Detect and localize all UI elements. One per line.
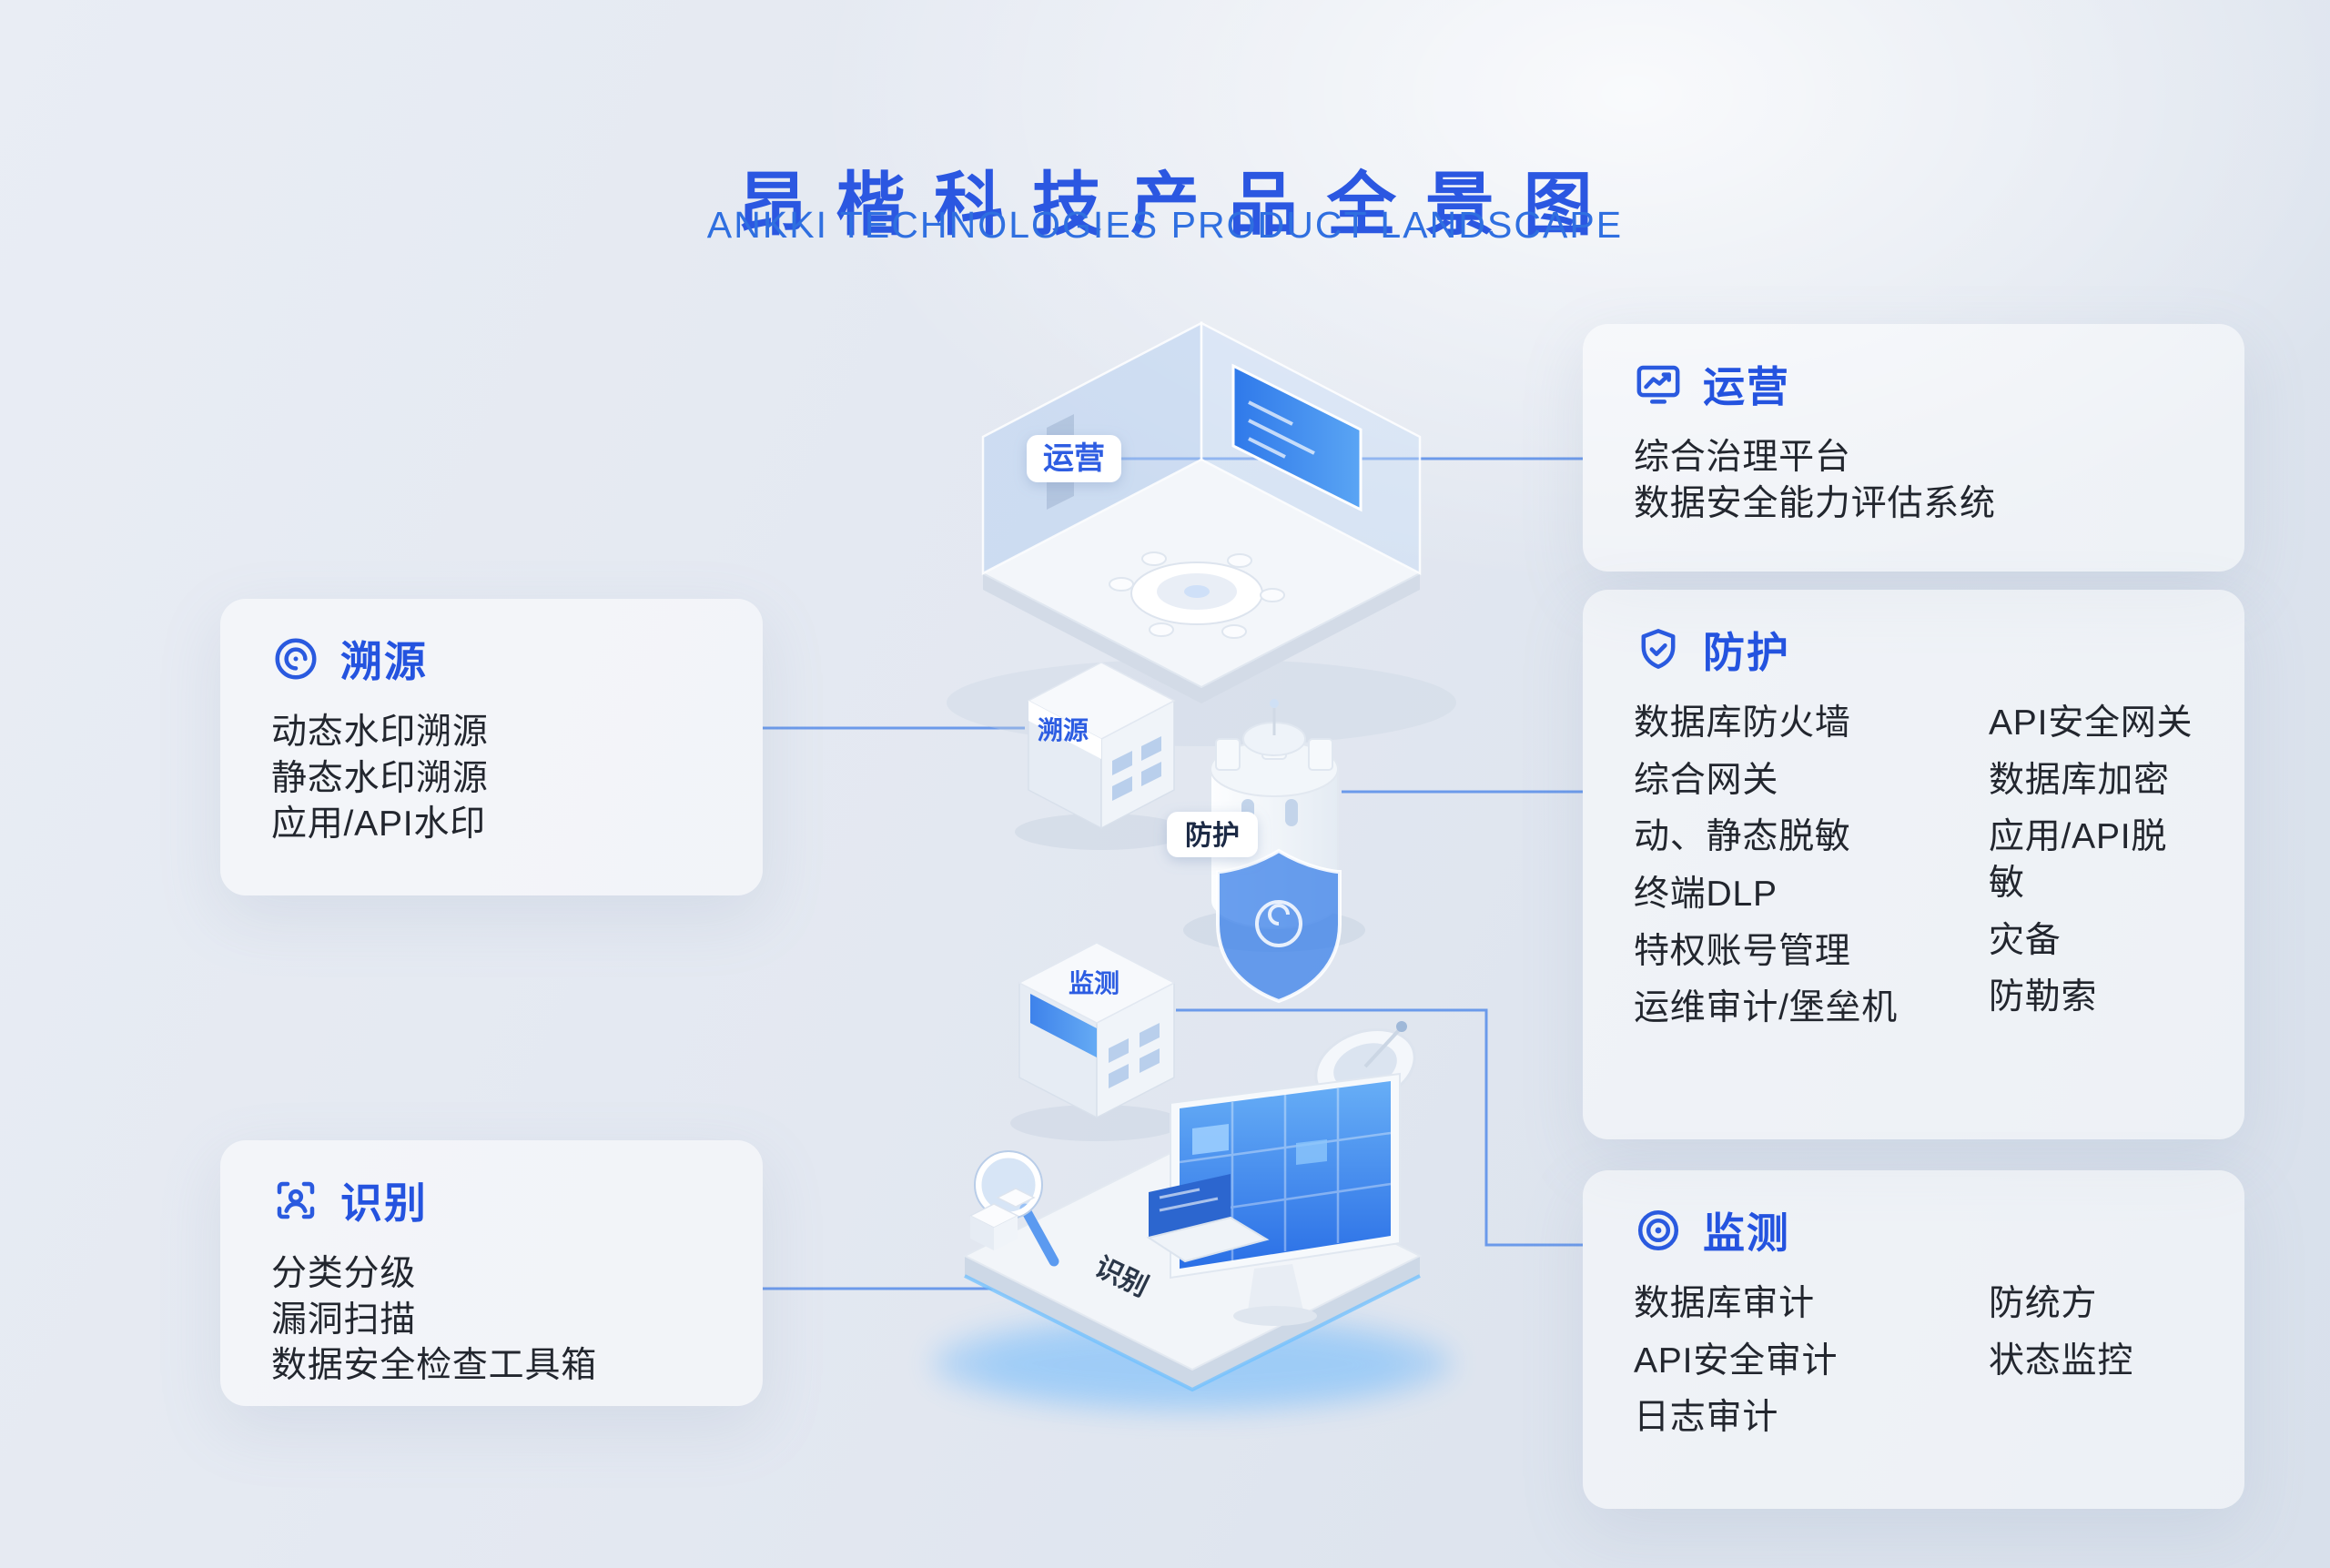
card-traceability-title: 溯源: [340, 638, 428, 685]
product-item: 应用/API水印: [271, 804, 486, 845]
product-item: 数据库加密: [1989, 760, 2170, 800]
card-identification-header: 识别: [271, 1173, 712, 1228]
product-item: 数据库防火墙: [1634, 703, 1851, 743]
card-identification-title: 识别: [340, 1179, 428, 1227]
card-protection: 防护 数据库防火墙 综合网关 动、静态脱敏 终端DLP 特权账号管理 运维审计/…: [1583, 590, 2244, 1139]
card-protection-columns: 数据库防火墙 综合网关 动、静态脱敏 终端DLP 特权账号管理 运维审计/堡垒机…: [1634, 701, 2193, 1043]
scene-label-protection: 防护: [1167, 812, 1258, 857]
scene-label-traceability: 溯源: [1038, 716, 1089, 744]
scene-label-operations: 运营: [1027, 435, 1121, 482]
scene-monitoring-building: 监测: [1010, 942, 1183, 1141]
product-item: 综合治理平台: [1634, 438, 1851, 477]
product-item: 数据安全检查工具箱: [271, 1346, 598, 1386]
card-protection-col2: API安全网关 数据库加密 应用/API脱敏 灾备 防勒索: [1989, 701, 2193, 1043]
product-item: 动、静态脱敏: [1634, 817, 1851, 857]
monitor-chart-icon: [1634, 359, 1683, 409]
card-operations: 运营 综合治理平台 数据安全能力评估系统: [1583, 324, 2244, 572]
svg-text:运营: 运营: [1043, 441, 1105, 476]
product-item: 静态水印溯源: [271, 758, 489, 798]
card-identification: 识别 分类分级 漏洞扫描 数据安全检查工具箱: [220, 1140, 763, 1406]
product-item: 漏洞扫描: [271, 1300, 417, 1340]
radar-target-icon: [1634, 1206, 1683, 1255]
magnifier-icon: [974, 1150, 1059, 1267]
face-id-icon: [271, 1176, 320, 1225]
card-operations-title: 运营: [1703, 363, 1790, 410]
scene-identification-platform: 识别: [933, 1021, 1452, 1411]
card-monitoring-col2: 防统方 状态监控: [1989, 1281, 2193, 1452]
svg-text:防护: 防护: [1185, 821, 1240, 851]
product-item: API安全网关: [1989, 703, 2193, 743]
product-item: 特权账号管理: [1634, 931, 1851, 971]
card-protection-header: 防护: [1634, 622, 2193, 677]
scene-label-monitoring: 监测: [1069, 969, 1119, 997]
scene-protection-tower: 防护: [1167, 699, 1365, 1004]
laptop: [1146, 1174, 1270, 1263]
product-item: 防勒索: [1989, 977, 2098, 1017]
card-traceability: 溯源 动态水印溯源 静态水印溯源 应用/API水印: [220, 599, 763, 895]
product-item: 终端DLP: [1634, 875, 1778, 915]
scene-operations-room: 运营: [947, 320, 1456, 746]
product-item: 日志审计: [1634, 1398, 1779, 1438]
product-item: 综合网关: [1634, 760, 1779, 800]
product-item: 数据安全能力评估系统: [1634, 483, 1996, 523]
card-traceability-header: 溯源: [271, 632, 712, 686]
product-item: 动态水印溯源: [271, 713, 489, 752]
product-item: API安全审计: [1634, 1340, 1839, 1381]
card-monitoring-header: 监测: [1634, 1203, 2193, 1258]
card-monitoring: 监测 数据库审计 API安全审计 日志审计 防统方 状态监控: [1583, 1170, 2244, 1509]
card-monitoring-columns: 数据库审计 API安全审计 日志审计 防统方 状态监控: [1634, 1281, 2193, 1452]
page-title: 昂楷科技产品全景图: [737, 166, 1622, 244]
page-subtitle: ANKKI TECHNOLOGIES PRODUCT LANDSCAPE: [706, 204, 1624, 246]
scene-traceability-building: 溯源: [1015, 662, 1188, 850]
product-item: 状态监控: [1989, 1340, 2134, 1381]
trace-swirl-icon: [271, 634, 320, 683]
card-operations-header: 运营: [1634, 357, 2193, 411]
connector-monitoring: [1176, 1008, 1583, 1247]
card-operations-items: 综合治理平台 数据安全能力评估系统: [1634, 435, 2193, 527]
card-monitoring-title: 监测: [1703, 1209, 1790, 1257]
small-boxes: [968, 1188, 1036, 1250]
product-item: 数据库审计: [1634, 1284, 1815, 1323]
product-item: 应用/API脱敏: [1989, 817, 2168, 904]
card-protection-title: 防护: [1703, 629, 1790, 676]
card-identification-items: 分类分级 漏洞扫描 数据安全检查工具箱: [271, 1251, 712, 1390]
product-item: 灾备: [1989, 920, 2062, 960]
product-item: 防统方: [1989, 1284, 2098, 1323]
shield-check-icon: [1634, 625, 1683, 674]
product-item: 分类分级: [271, 1254, 417, 1293]
card-monitoring-col1: 数据库审计 API安全审计 日志审计: [1634, 1281, 1989, 1452]
card-protection-col1: 数据库防火墙 综合网关 动、静态脱敏 终端DLP 特权账号管理 运维审计/堡垒机: [1634, 701, 1989, 1043]
card-traceability-items: 动态水印溯源 静态水印溯源 应用/API水印: [271, 710, 712, 848]
product-item: 运维审计/堡垒机: [1634, 988, 1899, 1028]
